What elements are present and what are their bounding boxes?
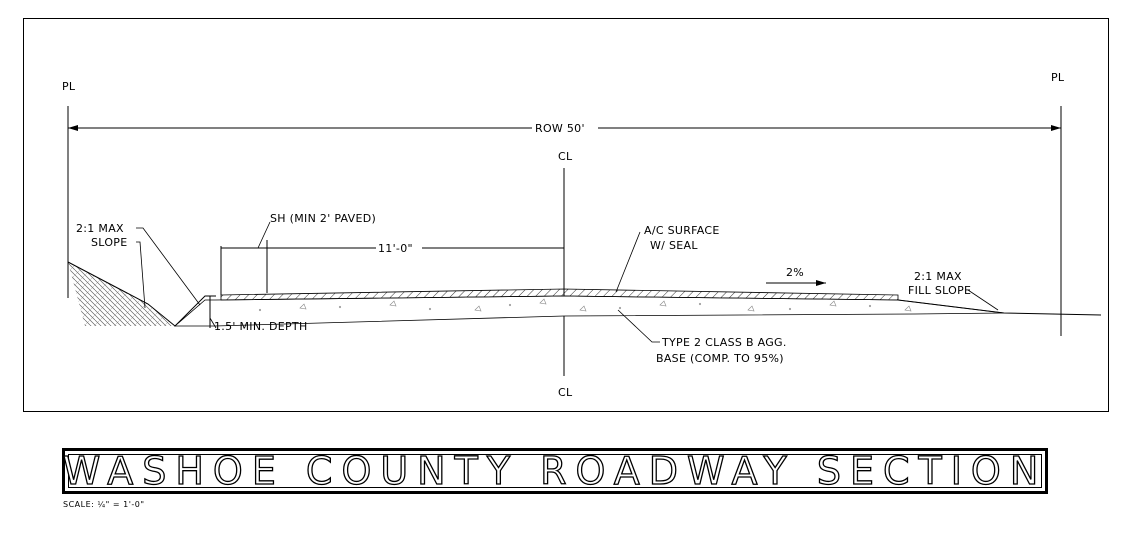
- surface-leader: [615, 231, 641, 293]
- slope-left-label-1: 2:1 MAX: [76, 222, 124, 235]
- surface-label-2: W/ SEAL: [650, 239, 698, 252]
- ground-right: [897, 299, 1102, 316]
- row-label: ROW 50': [535, 122, 585, 135]
- drawing-frame: [23, 18, 1109, 412]
- cut-slope-soil: [68, 262, 175, 326]
- scale-note: SCALE: ¼" = 1'-0": [63, 500, 145, 509]
- lane-width-label: 11'-0": [378, 242, 413, 255]
- pl-left-label: PL: [62, 80, 76, 93]
- cl-bottom-label: CL: [558, 386, 573, 399]
- title-inner-frame: WASHOE COUNTY ROADWAY SECTION: [62, 448, 1042, 494]
- pl-right-label: PL: [1051, 71, 1065, 84]
- slope-left-leader: [136, 227, 201, 309]
- aggregate-texture: [258, 298, 912, 312]
- depth-label: 1.5' MIN. DEPTH: [214, 320, 308, 333]
- cross-slope-label: 2%: [786, 266, 804, 279]
- fill-slope-label-2: FILL SLOPE: [908, 284, 971, 297]
- drawing-title: WASHOE COUNTY ROADWAY SECTION: [62, 448, 1048, 493]
- base-label-1: TYPE 2 CLASS B AGG.: [661, 336, 787, 349]
- surface-label-1: A/C SURFACE: [644, 224, 720, 237]
- shoulder-label: SH (MIN 2' PAVED): [270, 212, 376, 225]
- base-label-2: BASE (COMP. TO 95%): [656, 352, 784, 365]
- fill-slope-label-1: 2:1 MAX: [914, 270, 962, 283]
- title-block: WASHOE COUNTY ROADWAY SECTION: [62, 448, 1048, 494]
- slope-left-label-2: SLOPE: [91, 236, 127, 249]
- row-arrow-left: [68, 125, 78, 131]
- shoulder-leader: [257, 221, 271, 249]
- cl-top-label: CL: [558, 150, 573, 163]
- fill-slope-leader: [967, 289, 999, 311]
- row-arrow-right: [1051, 125, 1061, 131]
- base-leader: [617, 309, 660, 343]
